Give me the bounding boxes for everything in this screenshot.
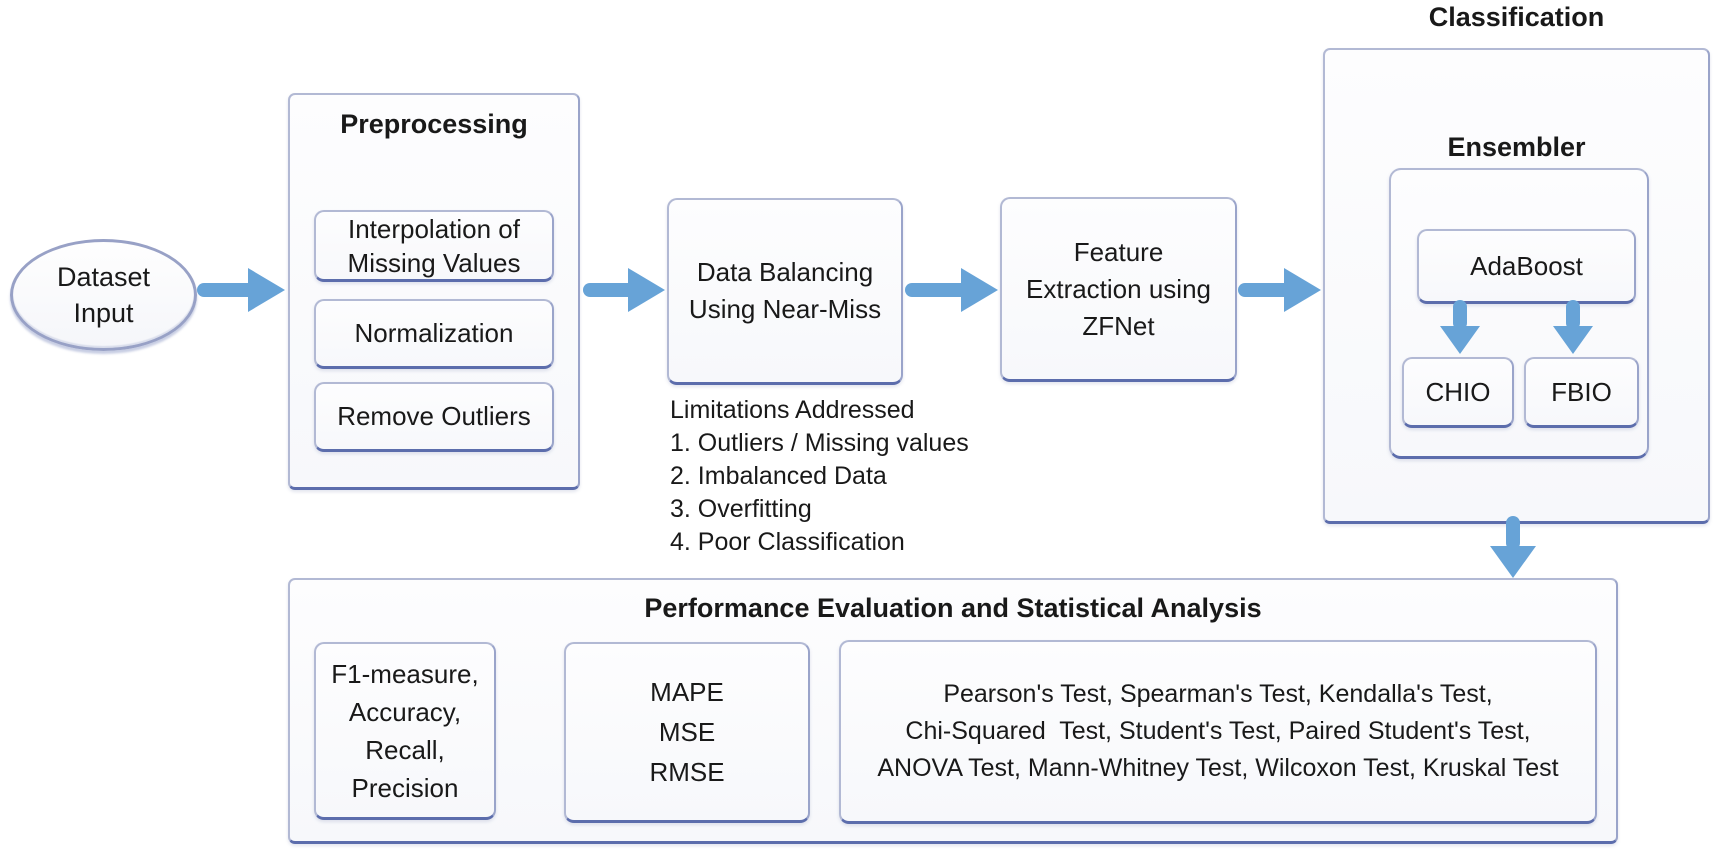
arrow-adaboost-to-fbio <box>1553 300 1593 354</box>
limitations-title: Limitations Addressed <box>670 396 915 424</box>
preprocessing-box: Preprocessing Interpolation of Missing V… <box>288 93 580 490</box>
step-interpolation-line2: Missing Values <box>347 247 521 278</box>
metrics-line: Accuracy, <box>348 696 462 727</box>
limitation-item: 2. Imbalanced Data <box>670 462 887 490</box>
dataset-input-label-line1: Dataset <box>56 262 151 292</box>
chio-label: CHIO <box>1425 376 1491 407</box>
adaboost-box: AdaBoost <box>1417 229 1636 304</box>
arrow-stem <box>583 283 635 297</box>
chio-box: CHIO <box>1402 357 1514 428</box>
step-normalization-label: Normalization <box>354 318 514 348</box>
metrics-box: F1-measure, Accuracy, Recall, Precision <box>314 642 496 820</box>
arrow-dataset-to-preprocessing <box>197 268 285 312</box>
ensembler-title: Ensembler <box>1447 132 1586 162</box>
statistical-tests-line: ANOVA Test, Mann-Whitney Test, Wilcoxon … <box>877 754 1559 782</box>
error-metrics-box: MAPE MSE RMSE <box>564 642 810 823</box>
step-normalization-box: Normalization <box>314 299 554 369</box>
arrow-stem <box>197 283 255 297</box>
step-interpolation-line1: Interpolation of <box>347 213 520 244</box>
dataset-input-node: Dataset Input <box>10 239 197 351</box>
feature-extraction-line2: Extraction using <box>1026 273 1211 304</box>
classification-title: Classification <box>1428 2 1605 32</box>
arrow-stem <box>905 283 968 297</box>
data-balancing-line2: Using Near-Miss <box>688 294 882 324</box>
arrow-head <box>1440 326 1480 354</box>
ensembler-box: AdaBoost CHIO FBIO <box>1389 168 1649 459</box>
limitation-item: 4. Poor Classification <box>670 528 905 556</box>
statistical-tests-line: Pearson's Test, Spearman's Test, Kendall… <box>943 680 1493 708</box>
performance-box: Performance Evaluation and Statistical A… <box>288 578 1618 844</box>
arrow-balancing-to-feature <box>905 268 998 312</box>
arrow-head <box>1490 546 1536 578</box>
fbio-box: FBIO <box>1524 357 1639 428</box>
arrow-feature-to-classification <box>1238 268 1321 312</box>
metrics-line: Recall, <box>365 734 445 765</box>
preprocessing-title: Preprocessing <box>340 109 528 139</box>
error-metrics-line: MSE <box>658 717 716 747</box>
feature-extraction-box: Feature Extraction using ZFNet <box>1000 197 1237 382</box>
arrow-adaboost-to-chio <box>1440 300 1480 354</box>
arrow-preprocessing-to-balancing <box>583 268 665 312</box>
step-remove-outliers-label: Remove Outliers <box>337 401 531 431</box>
data-balancing-box: Data Balancing Using Near-Miss <box>667 198 903 385</box>
arrow-head <box>1284 268 1321 312</box>
feature-extraction-line3: ZFNet <box>1082 310 1155 341</box>
statistical-tests-box: Pearson's Test, Spearman's Test, Kendall… <box>839 640 1597 824</box>
limitations-note: Limitations Addressed 1. Outliers / Miss… <box>670 394 1000 559</box>
performance-title: Performance Evaluation and Statistical A… <box>644 593 1262 623</box>
limitation-item: 3. Overfitting <box>670 495 812 523</box>
arrow-stem <box>1506 516 1520 550</box>
statistical-tests-line: Chi-Squared Test, Student's Test, Paired… <box>905 717 1531 745</box>
error-metrics-line: RMSE <box>649 757 725 787</box>
classification-box: Ensembler AdaBoost CHIO FBIO <box>1323 48 1710 524</box>
adaboost-label: AdaBoost <box>1470 250 1583 281</box>
metrics-line: Precision <box>351 772 459 803</box>
feature-extraction-line1: Feature <box>1073 236 1164 267</box>
step-interpolation-box: Interpolation of Missing Values <box>314 210 554 282</box>
arrow-head <box>1553 326 1593 354</box>
step-remove-outliers-box: Remove Outliers <box>314 382 554 452</box>
arrow-stem <box>1238 283 1291 297</box>
arrow-stem <box>1566 300 1580 330</box>
arrow-head <box>961 268 998 312</box>
arrow-head <box>248 268 285 312</box>
arrow-head <box>628 268 665 312</box>
limitation-item: 1. Outliers / Missing values <box>670 429 969 457</box>
metrics-line: F1-measure, <box>331 658 479 689</box>
error-metrics-line: MAPE <box>650 677 724 707</box>
arrow-classification-to-performance <box>1490 516 1536 578</box>
arrow-stem <box>1453 300 1467 330</box>
dataset-input-label-line2: Input <box>73 298 134 328</box>
fbio-label: FBIO <box>1551 376 1612 407</box>
data-balancing-line1: Data Balancing <box>696 257 874 287</box>
